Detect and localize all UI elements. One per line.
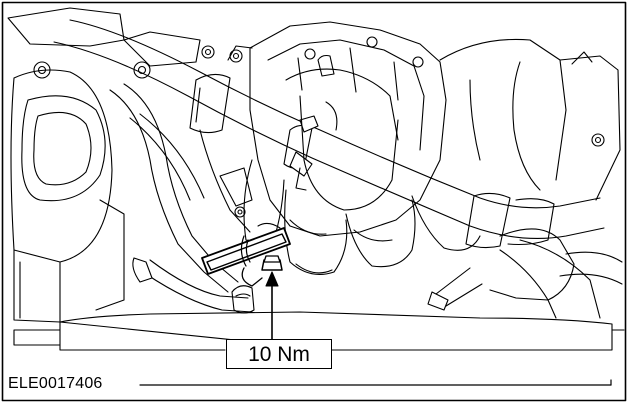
lower-panel — [59, 311, 613, 351]
left-pipe — [109, 83, 253, 313]
mid-structure — [199, 45, 253, 233]
right-components — [439, 38, 623, 319]
bolt — [241, 255, 283, 287]
top-left-bracket — [7, 7, 201, 79]
left-reservoir — [10, 69, 125, 323]
torque-callout-label: 10 Nm — [226, 339, 332, 369]
arrow-up-icon — [265, 271, 279, 340]
sensor-component — [201, 222, 291, 275]
intake-manifold — [249, 21, 447, 237]
lower-panel-edge — [13, 329, 61, 346]
lower-clamp — [231, 285, 255, 314]
hose-clamp — [289, 115, 319, 191]
figure-id-label: ELE0017406 — [8, 373, 106, 395]
manifold-runners — [243, 159, 481, 275]
lower-right-hose — [427, 228, 575, 311]
